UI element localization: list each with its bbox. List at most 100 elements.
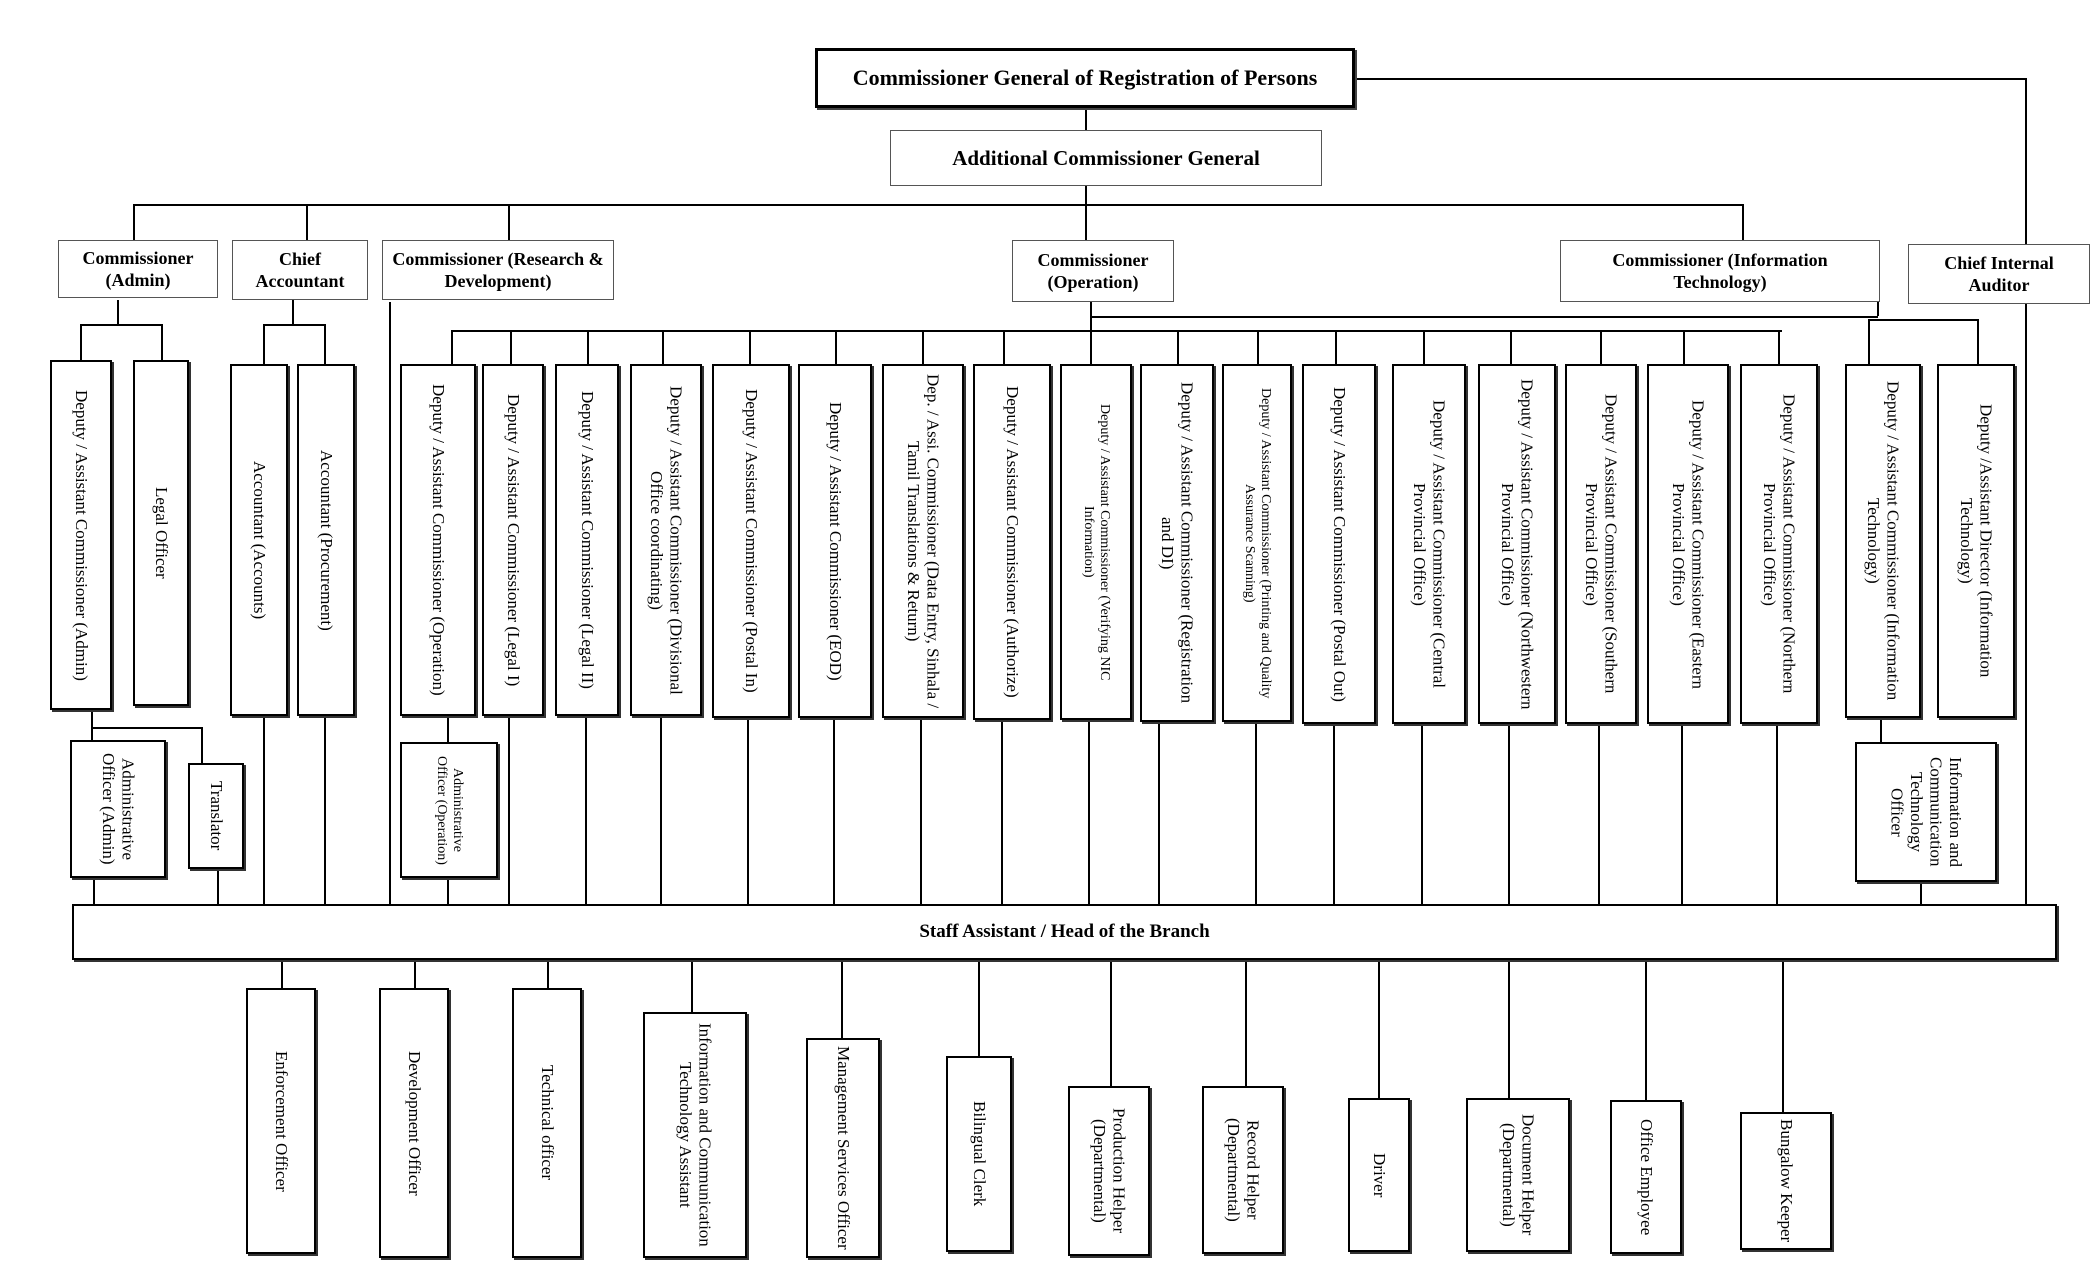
- connector: [1868, 319, 1978, 321]
- connector: [1645, 960, 1647, 1100]
- chief-internal-auditor-box: Chief Internal Auditor: [1908, 244, 2090, 304]
- deputy-northern-label: Deputy / Assistant Commissioner (Norther…: [1760, 394, 1799, 694]
- connector: [1778, 330, 1780, 364]
- deputy-legal2-box: Deputy / Assistant Commissioner (Legal I…: [555, 364, 619, 716]
- legal-officer-box: Legal Officer: [133, 360, 189, 706]
- deputy-it-director-label: Deputy /Assistant Director (Information …: [1957, 404, 1996, 678]
- admin-officer-operation-box: Administrative Officer (Operation): [400, 742, 498, 878]
- connector: [1977, 319, 1979, 364]
- connector: [91, 727, 201, 729]
- connector: [1508, 960, 1510, 1098]
- connector: [133, 204, 135, 240]
- deputy-verifying-label: Deputy / Assistant Commissioner (Verifyi…: [1081, 403, 1113, 681]
- connector: [1085, 110, 1087, 130]
- connector: [1245, 960, 1247, 1086]
- deputy-admin-label: Deputy / Assistant Commissioner (Admin): [71, 389, 91, 681]
- deputy-authorize-box: Deputy / Assistant Commissioner (Authori…: [973, 364, 1051, 720]
- deputy-northern-box: Deputy / Assistant Commissioner (Norther…: [1740, 364, 1818, 724]
- legal-officer-label: Legal Officer: [151, 487, 171, 579]
- deputy-legal1-label: Deputy / Assistant Commissioner (Legal I…: [503, 393, 523, 687]
- accountant-accounts-box: Accountant (Accounts): [230, 364, 288, 716]
- connector: [978, 960, 980, 1056]
- connector: [1600, 330, 1602, 364]
- commissioner-admin-label: Commissioner (Admin): [82, 247, 194, 291]
- connector: [1868, 319, 1870, 364]
- accountant-accounts-label: Accountant (Accounts): [249, 460, 269, 620]
- development-officer-label: Development Officer: [404, 1050, 424, 1196]
- connector: [1110, 960, 1112, 1086]
- connector: [263, 324, 324, 326]
- bilingual-clerk-label: Bilingual Clerk: [969, 1101, 989, 1207]
- deputy-central-box: Deputy / Assistant Commissioner (Central…: [1392, 364, 1466, 724]
- technical-officer-box: Technical officer: [512, 988, 582, 1258]
- technical-officer-label: Technical officer: [537, 1065, 557, 1181]
- translator-box: Translator: [188, 763, 244, 869]
- translator-label: Translator: [206, 781, 226, 851]
- deputy-northwestern-label: Deputy / Assistant Commissioner (Northwe…: [1498, 378, 1537, 710]
- connector: [1355, 78, 2025, 80]
- connector: [835, 330, 837, 364]
- enforcement-officer-label: Enforcement Officer: [271, 1050, 291, 1192]
- record-helper-label: Record Helper (Departmental): [1224, 1118, 1263, 1222]
- commissioner-it-box: Commissioner (Information Technology): [1560, 240, 1880, 302]
- commissioner-research-label: Commissioner (Research & Development): [392, 248, 604, 292]
- connector: [1090, 330, 1092, 364]
- connector: [841, 960, 843, 1038]
- connector: [508, 718, 510, 904]
- staff-assistant-bar: Staff Assistant / Head of the Branch: [72, 904, 2057, 960]
- deputy-operation-label: Deputy / Assistant Commissioner (Operati…: [428, 384, 448, 696]
- connector: [660, 718, 662, 904]
- connector: [1776, 718, 1778, 904]
- production-helper-label: Production Helper (Departmental): [1090, 1108, 1129, 1234]
- connector: [920, 718, 922, 904]
- connector: [447, 718, 449, 742]
- connector: [1001, 718, 1003, 904]
- connector: [263, 718, 265, 904]
- chief-accountant-box: Chief Accountant: [232, 240, 368, 300]
- connector: [1158, 718, 1160, 904]
- enforcement-officer-box: Enforcement Officer: [246, 988, 316, 1254]
- connector: [1920, 883, 1922, 904]
- connector: [749, 330, 751, 364]
- connector: [389, 302, 391, 904]
- connector: [1257, 330, 1259, 364]
- connector: [922, 330, 924, 364]
- additional-commissioner-general-box: Additional Commissioner General: [890, 130, 1322, 186]
- connector: [747, 718, 749, 904]
- bungalow-keeper-label: Bungalow Keeper: [1776, 1119, 1796, 1243]
- connector: [451, 330, 453, 364]
- commissioner-research-box: Commissioner (Research & Development): [382, 240, 614, 300]
- connector: [1177, 330, 1179, 364]
- connector: [833, 718, 835, 904]
- development-officer-box: Development Officer: [379, 988, 449, 1258]
- commissioner-operation-box: Commissioner (Operation): [1012, 240, 1174, 302]
- deputy-central-label: Deputy / Assistant Commissioner (Central…: [1410, 399, 1449, 689]
- deputy-registration-label: Deputy / Assistant Commissioner (Registr…: [1158, 382, 1197, 704]
- connector: [201, 727, 203, 763]
- connector: [324, 718, 326, 904]
- connector: [547, 960, 549, 988]
- connector: [587, 330, 589, 364]
- ict-assistant-label: Information and Communication Technology…: [676, 1023, 715, 1247]
- ict-officer-label: Information and Communication Technology…: [1887, 756, 1966, 867]
- connector: [1333, 718, 1335, 904]
- connector: [1423, 330, 1425, 364]
- connector: [217, 870, 219, 904]
- deputy-southern-box: Deputy / Assistant Commissioner (Souther…: [1565, 364, 1637, 724]
- connector: [691, 960, 693, 1012]
- connector: [1742, 204, 1744, 240]
- connector: [161, 324, 163, 360]
- deputy-operation-box: Deputy / Assistant Commissioner (Operati…: [400, 364, 476, 716]
- connector: [1782, 960, 1784, 1112]
- deputy-postal-in-label: Deputy / Assistant Commissioner (Postal …: [741, 389, 761, 693]
- connector: [292, 300, 294, 324]
- commissioner-general-box: Commissioner General of Registration of …: [815, 48, 1355, 108]
- connector: [1877, 300, 1879, 316]
- ict-assistant-box: Information and Communication Technology…: [643, 1012, 747, 1258]
- connector: [508, 204, 510, 240]
- deputy-printing-box: Deputy / Assistant Commissioner (Printin…: [1222, 364, 1292, 722]
- deputy-data-entry-label: Dep. / Assi. Commissioner (Data Entry, S…: [904, 373, 943, 709]
- deputy-eod-box: Deputy / Assistant Commissioner (EOD): [798, 364, 872, 718]
- deputy-postal-in-box: Deputy / Assistant Commissioner (Postal …: [712, 364, 790, 718]
- deputy-admin-box: Deputy / Assistant Commissioner (Admin): [50, 360, 112, 710]
